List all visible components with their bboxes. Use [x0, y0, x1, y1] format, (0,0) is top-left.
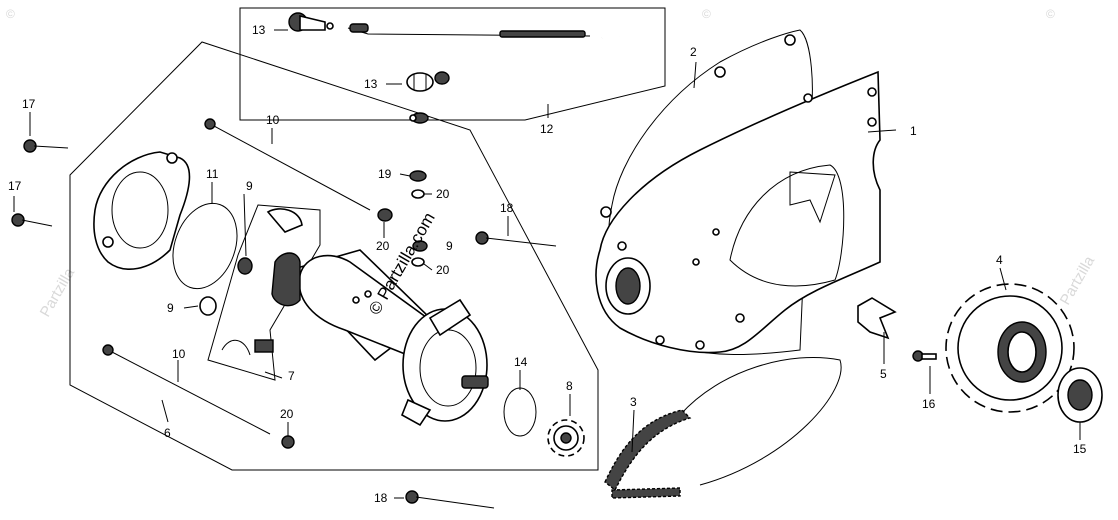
- starter-group-outline: [69, 41, 599, 471]
- leader-lines: [13, 29, 1081, 499]
- watermark-brand: Partzilla: [1057, 253, 1099, 308]
- callout-5: 5: [880, 367, 887, 381]
- washer-20-a: [411, 189, 425, 199]
- callout-6: 6: [164, 426, 171, 440]
- bolt-16: [912, 350, 937, 362]
- callout-17-lower: 17: [8, 179, 22, 193]
- watermark-copyright: ©: [1046, 7, 1055, 21]
- watermark-brand: Partzilla: [37, 265, 79, 320]
- cable-group-outline: [239, 7, 666, 121]
- callout-3: 3: [630, 395, 637, 409]
- callout-14: 14: [514, 355, 528, 369]
- callout-20-c: 20: [436, 263, 450, 277]
- callout-17-top: 17: [22, 97, 36, 111]
- through-bolt-10-upper: [204, 118, 371, 211]
- terminal-cap-13-upper: [288, 12, 591, 38]
- nut-20-d: [281, 435, 295, 449]
- washer-19: [409, 170, 427, 182]
- gear-8: [547, 419, 585, 457]
- callout-13-lower: 13: [364, 77, 378, 91]
- sprocket-4: [945, 283, 1075, 413]
- brush-holder-7: [207, 204, 321, 381]
- rear-cover: [93, 151, 191, 270]
- callout-18-bottom: 18: [374, 491, 388, 505]
- o-ring-11: [172, 202, 238, 290]
- callout-7: 7: [288, 369, 295, 383]
- starter-cable-12: [409, 35, 641, 124]
- callout-11: 11: [206, 167, 219, 181]
- grommet-9-b: [199, 296, 217, 316]
- watermark-copyright: ©: [702, 7, 711, 21]
- oil-seal-15: [1057, 367, 1103, 423]
- washer-20-c: [411, 257, 425, 267]
- callout-1: 1: [910, 124, 917, 138]
- starter-chain-3: [604, 357, 842, 499]
- callout-16: 16: [922, 397, 936, 411]
- callout-13-top: 13: [252, 23, 266, 37]
- callout-9-left: 9: [167, 301, 174, 315]
- callout-20-b: 20: [376, 239, 390, 253]
- through-bolt-10-lower: [102, 344, 271, 435]
- grommet-9-a: [237, 257, 253, 275]
- callout-15: 15: [1073, 442, 1087, 456]
- terminal-cap-13-lower: [406, 71, 450, 92]
- callout-20-a: 20: [436, 187, 450, 201]
- callout-4: 4: [996, 253, 1003, 267]
- nut-20-b: [377, 208, 393, 222]
- callout-9-mid: 9: [446, 239, 453, 253]
- callout-9-top: 9: [246, 179, 253, 193]
- callout-10-bottom: 10: [172, 347, 186, 361]
- callout-12: 12: [540, 122, 554, 136]
- o-ring-14: [503, 387, 537, 437]
- nut-9: [412, 240, 428, 252]
- callout-18-middle: 18: [500, 201, 514, 215]
- callout-8: 8: [566, 379, 573, 393]
- watermark-copyright: ©: [6, 7, 15, 21]
- bolt-18-middle: [475, 231, 557, 247]
- bolt-17-lower: [11, 213, 53, 227]
- callout-19: 19: [378, 167, 392, 181]
- callout-10-top: 10: [266, 113, 280, 127]
- callout-labels: 1 2 3 4 5 6 7 8 9 9 9 10 10 11 12 13 13 …: [8, 23, 1087, 505]
- guide-plate-5: [857, 297, 897, 340]
- bolt-17-upper: [23, 139, 69, 153]
- callout-2: 2: [690, 45, 697, 59]
- callout-20-d: 20: [280, 407, 294, 421]
- starter-motor: [271, 249, 489, 427]
- bolt-18-bottom: [405, 490, 495, 509]
- cover-plate-1: [595, 70, 881, 354]
